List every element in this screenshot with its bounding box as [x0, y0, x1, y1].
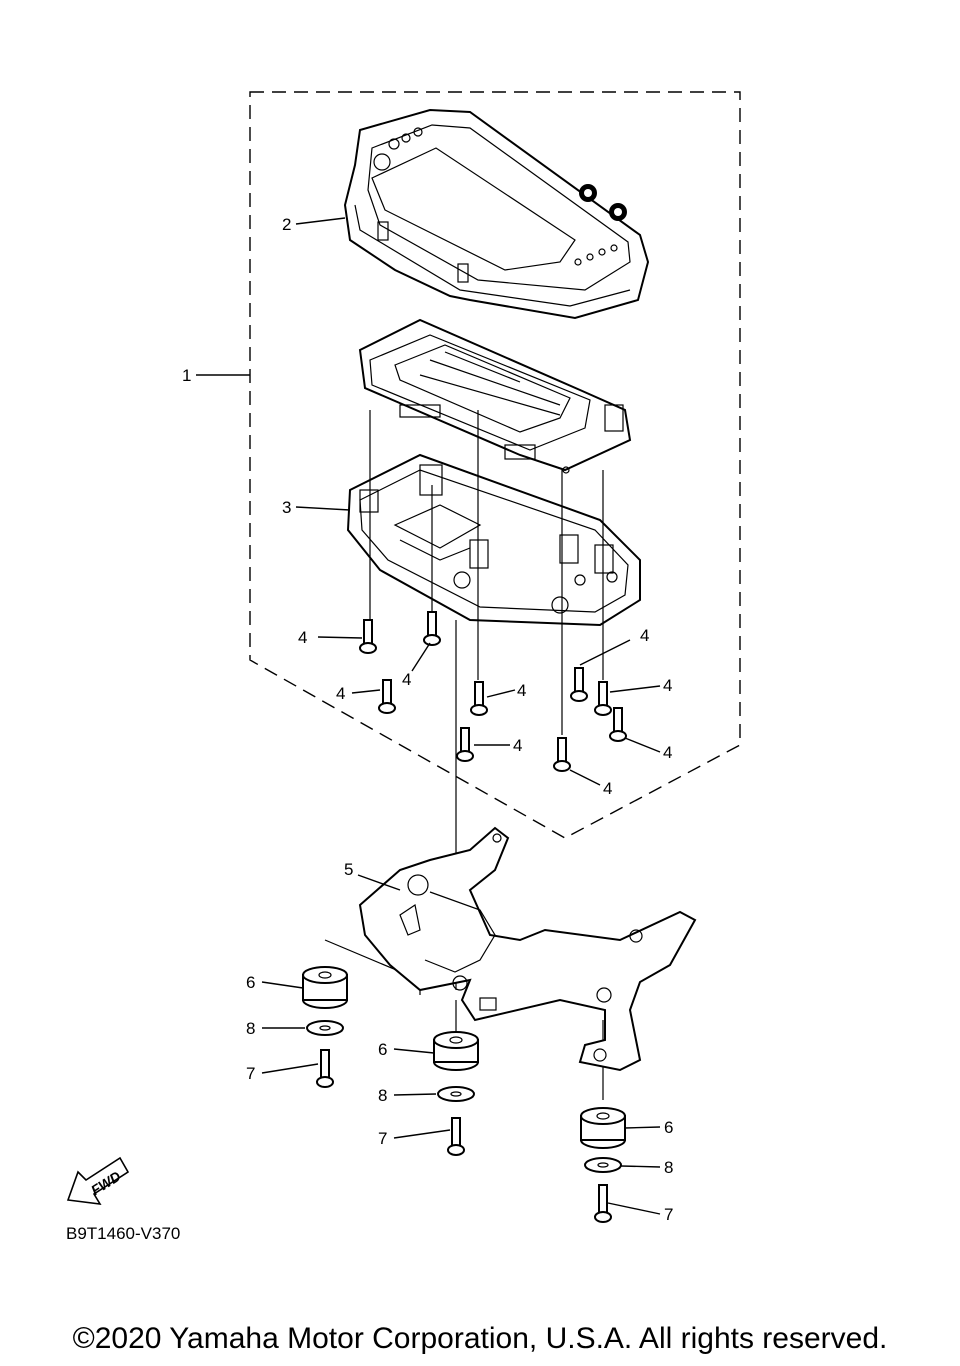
screw [378, 679, 396, 714]
callout-7: 7 [246, 1064, 255, 1083]
callout-2: 2 [282, 215, 291, 234]
screw [594, 681, 612, 716]
grommet [433, 1031, 479, 1071]
forward-arrow-icon: FWD [66, 1156, 130, 1205]
callout-4: 4 [663, 743, 672, 762]
callout-4: 4 [640, 626, 649, 645]
callout-3: 3 [282, 498, 291, 517]
washer [306, 1020, 344, 1036]
bolt [594, 1184, 612, 1223]
callout-4: 4 [517, 681, 526, 700]
alignment-lines [324, 410, 604, 1100]
grommet [302, 966, 348, 1009]
meter-circuit-board [358, 318, 632, 474]
meter-bracket-part [358, 826, 697, 1072]
callout-6: 6 [246, 973, 255, 992]
callout-7: 7 [664, 1205, 673, 1224]
screw [570, 667, 588, 702]
leader-lines [196, 217, 661, 1215]
meter-cover-part [343, 108, 650, 320]
screws-part-4 [359, 611, 627, 772]
screw [609, 707, 627, 742]
washer [584, 1157, 622, 1173]
callout-6: 6 [664, 1118, 673, 1137]
washer [437, 1086, 475, 1102]
screw [423, 611, 441, 646]
callout-5: 5 [344, 860, 353, 879]
bolt [447, 1117, 465, 1156]
meter-case-part [346, 453, 641, 627]
callout-4: 4 [298, 628, 307, 647]
grommet [580, 1107, 626, 1149]
callout-4: 4 [513, 736, 522, 755]
callout-8: 8 [664, 1158, 673, 1177]
callout-8: 8 [378, 1086, 387, 1105]
callout-4: 4 [336, 684, 345, 703]
callout-4: 4 [663, 676, 672, 695]
bolt [316, 1049, 334, 1088]
callout-7: 7 [378, 1129, 387, 1148]
screw [470, 681, 488, 716]
screw [359, 619, 377, 654]
screw [456, 727, 474, 762]
callout-6: 6 [378, 1040, 387, 1059]
diagram-code: B9T1460-V370 [66, 1224, 180, 1243]
callout-1: 1 [182, 366, 191, 385]
assembly-boundary-dashed [249, 91, 741, 839]
callout-8: 8 [246, 1019, 255, 1038]
callout-4: 4 [402, 670, 411, 689]
callout-4: 4 [603, 779, 612, 798]
screw [553, 737, 571, 772]
copyright-notice: ©2020 Yamaha Motor Corporation, U.S.A. A… [72, 1322, 888, 1355]
